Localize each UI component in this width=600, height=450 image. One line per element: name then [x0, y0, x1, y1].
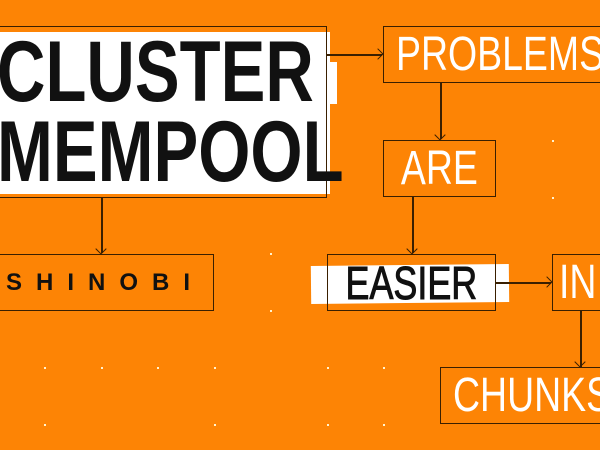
- grid-dot: [327, 424, 329, 426]
- connector-title-author: [101, 197, 103, 253]
- grid-dot: [552, 140, 554, 142]
- grid-dot: [552, 197, 554, 199]
- connector-easier-in: [496, 282, 551, 284]
- title-highlight-tab: [325, 62, 337, 104]
- problems-box: PROBLEMS: [383, 26, 600, 83]
- title-line-2: MEMPOOL: [0, 104, 344, 200]
- arrowhead-right-icon: [541, 276, 553, 288]
- arrowhead-down-icon: [406, 243, 418, 255]
- title-box: CLUSTER MEMPOOL: [0, 24, 344, 198]
- arrowhead-right-icon: [372, 48, 384, 60]
- author-label: SHINOBI: [5, 268, 204, 296]
- arrowhead-down-icon: [95, 243, 107, 255]
- grid-dot: [327, 367, 329, 369]
- are-label: ARE: [400, 142, 478, 195]
- grid-dot: [44, 424, 46, 426]
- easier-box: EASIER: [327, 254, 496, 311]
- title-line-1: CLUSTER: [0, 24, 314, 120]
- connector-are-easier: [412, 197, 414, 253]
- arrowhead-down-icon: [574, 356, 586, 368]
- are-box: ARE: [383, 140, 496, 197]
- chunks-box: CHUNKS: [440, 367, 600, 424]
- grid-dot: [214, 424, 216, 426]
- grid-dot: [270, 253, 272, 255]
- in-box: IN: [552, 254, 600, 311]
- grid-dot: [214, 367, 216, 369]
- connector-title-problems: [327, 54, 382, 56]
- grid-dot: [157, 367, 159, 369]
- title-highlight: [0, 32, 330, 194]
- chunks-label: CHUNKS: [453, 369, 600, 422]
- grid-dot: [383, 424, 385, 426]
- in-label: IN: [559, 256, 597, 309]
- author-box: SHINOBI: [0, 254, 214, 311]
- easier-label: EASIER: [345, 256, 478, 309]
- arrowhead-down-icon: [434, 129, 446, 141]
- connector-problems-are: [440, 83, 442, 139]
- grid-dot: [383, 367, 385, 369]
- problems-label: PROBLEMS: [396, 28, 600, 81]
- connector-in-chunks: [580, 311, 582, 367]
- grid-dot: [270, 310, 272, 312]
- grid-dot: [101, 367, 103, 369]
- grid-dot: [44, 367, 46, 369]
